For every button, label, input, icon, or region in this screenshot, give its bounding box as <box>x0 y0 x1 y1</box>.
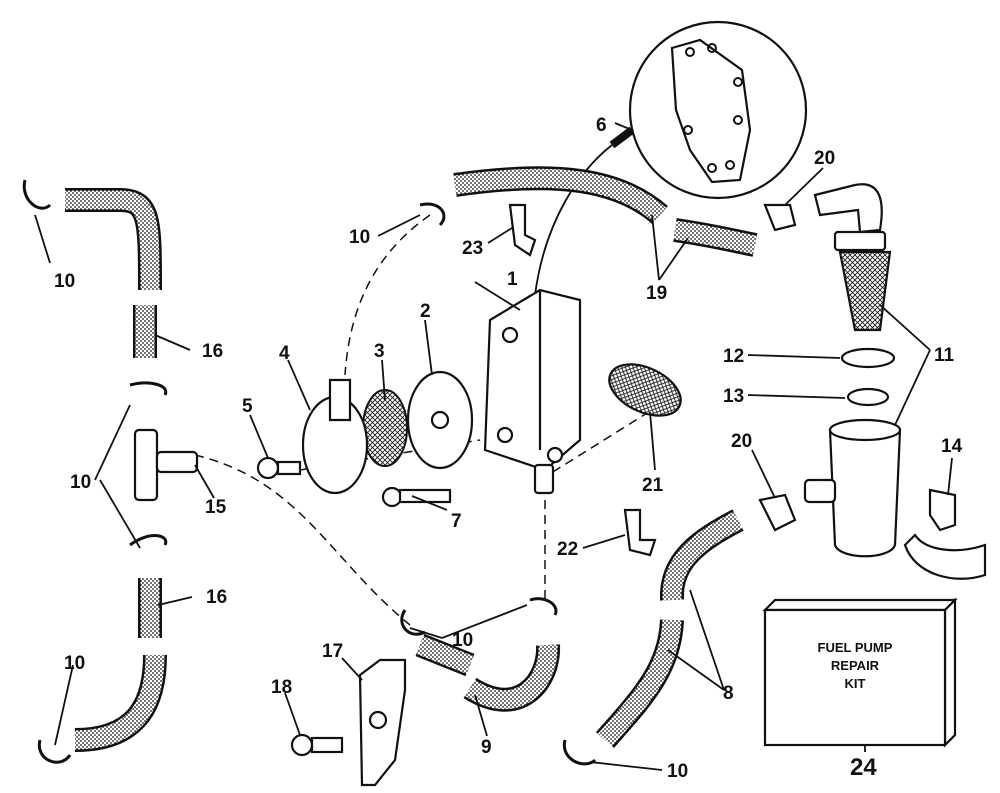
callout-20-a: 20 <box>814 148 835 169</box>
leader-lines <box>34 122 953 771</box>
callout-16-b: 16 <box>206 587 227 608</box>
callout-10-c: 10 <box>70 472 91 493</box>
gasket-inset <box>534 20 808 296</box>
callout-20-b: 20 <box>731 431 752 452</box>
callout-10-f: 10 <box>667 761 688 782</box>
fuel-filter-assembly <box>758 183 902 558</box>
kit-label-line1: FUEL PUMP <box>818 640 893 655</box>
callout-1: 1 <box>507 269 518 290</box>
repair-kit-box: FUEL PUMP REPAIR KIT <box>762 597 958 748</box>
callout-10-a: 10 <box>54 271 75 292</box>
hoses <box>65 166 758 752</box>
callout-13: 13 <box>723 386 744 407</box>
callout-16-a: 16 <box>202 341 223 362</box>
callout-21: 21 <box>642 475 664 496</box>
callout-8: 8 <box>723 683 734 704</box>
hose-clips <box>22 179 597 766</box>
callout-12: 12 <box>723 346 744 367</box>
brackets <box>358 203 987 787</box>
tee-fitting <box>133 428 199 502</box>
kit-label-line3: KIT <box>845 676 866 691</box>
callout-10-d: 10 <box>64 653 85 674</box>
callout-4: 4 <box>279 343 290 364</box>
callout-10-e: 10 <box>452 630 473 651</box>
callout-numbers: 1 2 3 4 5 6 7 8 9 10 10 10 10 10 10 11 1… <box>54 115 963 782</box>
callout-24: 24 <box>850 754 877 781</box>
callout-19: 19 <box>646 283 667 304</box>
fuel-pump-body <box>483 288 582 495</box>
callout-17: 17 <box>322 641 343 662</box>
callout-6: 6 <box>596 115 607 136</box>
callout-10-b: 10 <box>349 227 370 248</box>
callout-9: 9 <box>481 737 492 758</box>
callout-3: 3 <box>374 341 385 362</box>
callout-14: 14 <box>941 436 963 457</box>
callout-22: 22 <box>557 539 578 560</box>
kit-label-line2: REPAIR <box>831 658 880 673</box>
screw-18 <box>290 733 344 757</box>
callout-2: 2 <box>420 301 431 322</box>
plate <box>608 363 682 417</box>
callout-15: 15 <box>205 497 227 518</box>
pump-diaphragm-parts <box>301 370 474 495</box>
callout-5: 5 <box>242 396 253 417</box>
callout-11: 11 <box>934 345 955 366</box>
callout-18: 18 <box>271 677 292 698</box>
callout-7: 7 <box>451 511 462 532</box>
callout-23: 23 <box>462 238 483 259</box>
